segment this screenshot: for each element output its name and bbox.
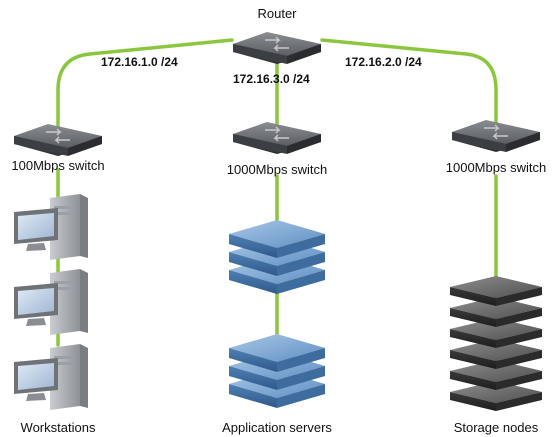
right-switch-label: 1000Mbps switch bbox=[446, 160, 546, 175]
center-switch-label: 1000Mbps switch bbox=[227, 162, 327, 177]
subnet-label-left: 172.16.1.0 /24 bbox=[101, 55, 178, 69]
workstation-icon bbox=[14, 344, 88, 410]
right-switch-icon bbox=[451, 119, 541, 153]
link-router-left bbox=[56, 38, 234, 130]
storage-nodes-group bbox=[450, 276, 542, 411]
workstations-label: Workstations bbox=[21, 420, 96, 435]
network-links bbox=[56, 38, 498, 357]
link-router-right bbox=[320, 38, 498, 130]
router-label: Router bbox=[257, 6, 297, 21]
application-servers-label: Application servers bbox=[222, 420, 332, 435]
storage-nodes-label: Storage nodes bbox=[454, 420, 539, 435]
router-icon bbox=[232, 31, 322, 65]
left-switch-icon bbox=[13, 123, 103, 157]
center-switch-icon bbox=[232, 121, 322, 155]
workstation-icon bbox=[14, 269, 88, 335]
subnet-label-center: 172.16.3.0 /24 bbox=[233, 72, 310, 86]
workstation-icon bbox=[14, 194, 88, 260]
workstations-group bbox=[14, 194, 88, 410]
subnet-label-right: 172.16.2.0 /24 bbox=[345, 55, 422, 69]
storage-node-icon bbox=[450, 276, 542, 306]
left-switch-label: 100Mbps switch bbox=[11, 158, 104, 173]
